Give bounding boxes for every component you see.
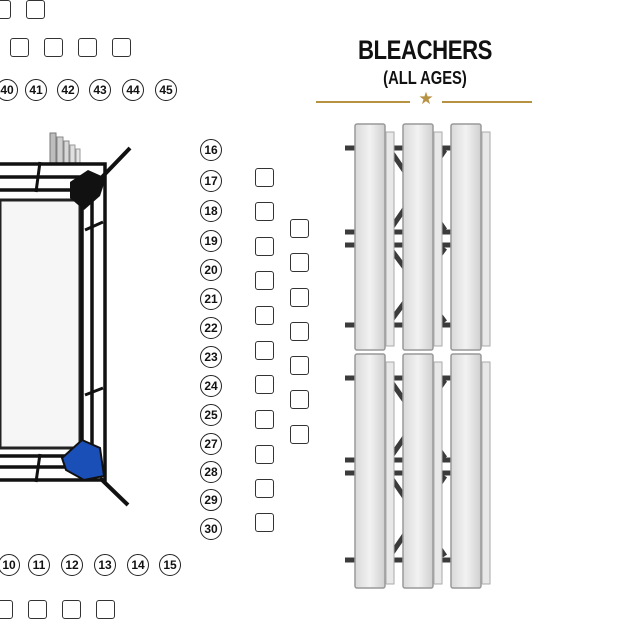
seat-number[interactable]: 18	[200, 200, 222, 222]
seat-number[interactable]: 22	[200, 317, 222, 339]
seat-box[interactable]	[255, 271, 274, 290]
bleacher-section-lower	[354, 353, 491, 589]
title-rule-right	[442, 101, 532, 103]
seat-box[interactable]	[290, 322, 309, 341]
seat-number[interactable]: 44	[122, 79, 144, 101]
seat-box[interactable]	[290, 425, 309, 444]
seat-box[interactable]	[255, 168, 274, 187]
seat-number[interactable]: 30	[200, 518, 222, 540]
bleachers-subtitle: (ALL AGES)	[383, 68, 467, 88]
seat-box[interactable]	[255, 410, 274, 429]
seat-box[interactable]	[290, 390, 309, 409]
bleachers-title: BLEACHERS	[357, 35, 493, 65]
seat-box[interactable]	[255, 375, 274, 394]
seat-box[interactable]	[255, 445, 274, 464]
seat-number[interactable]: 12	[61, 554, 83, 576]
seat-box[interactable]	[10, 38, 29, 57]
seat-box[interactable]	[0, 600, 13, 619]
seat-number[interactable]: 42	[57, 79, 79, 101]
seat-number[interactable]: 15	[159, 554, 181, 576]
seat-number[interactable]: 10	[0, 554, 20, 576]
seat-box[interactable]	[255, 341, 274, 360]
seat-number[interactable]: 21	[200, 288, 222, 310]
seat-number[interactable]: 20	[200, 259, 222, 281]
seat-box[interactable]	[290, 356, 309, 375]
seat-number[interactable]: 16	[200, 139, 222, 161]
title-rule-left	[316, 101, 410, 103]
seat-number[interactable]: 27	[200, 433, 222, 455]
ring-post-bottom-right	[98, 476, 130, 507]
ring-mat	[0, 198, 82, 450]
seat-number[interactable]: 29	[200, 489, 222, 511]
bleacher-section-upper	[354, 123, 491, 351]
seat-number[interactable]: 13	[94, 554, 116, 576]
seat-number[interactable]: 14	[127, 554, 149, 576]
seat-box[interactable]	[112, 38, 131, 57]
seat-box[interactable]	[26, 0, 45, 19]
seat-box[interactable]	[0, 0, 11, 19]
seat-number[interactable]: 40	[0, 79, 18, 101]
seat-number[interactable]: 23	[200, 346, 222, 368]
seat-box[interactable]	[290, 253, 309, 272]
seat-number[interactable]: 41	[25, 79, 47, 101]
seat-box[interactable]	[290, 219, 309, 238]
corner-pad-blue	[60, 438, 106, 482]
seat-box[interactable]	[255, 306, 274, 325]
seat-box[interactable]	[44, 38, 63, 57]
seat-box[interactable]	[96, 600, 115, 619]
seat-number[interactable]: 11	[28, 554, 50, 576]
seat-box[interactable]	[62, 600, 81, 619]
seat-number[interactable]: 19	[200, 230, 222, 252]
seat-number[interactable]: 43	[89, 79, 111, 101]
seat-number[interactable]: 24	[200, 375, 222, 397]
seat-box[interactable]	[78, 38, 97, 57]
star-icon: ★	[418, 89, 434, 108]
seat-box[interactable]	[255, 513, 274, 532]
seat-box[interactable]	[28, 600, 47, 619]
ring-post-top	[49, 132, 81, 164]
corner-pad-black	[70, 170, 106, 210]
seat-box[interactable]	[290, 288, 309, 307]
seat-box[interactable]	[255, 479, 274, 498]
seat-number[interactable]: 17	[200, 170, 222, 192]
seat-box[interactable]	[255, 202, 274, 221]
seat-number[interactable]: 45	[155, 79, 177, 101]
seat-number[interactable]: 28	[200, 461, 222, 483]
rope-ties	[34, 161, 104, 483]
seat-number[interactable]: 25	[200, 404, 222, 426]
seat-box[interactable]	[255, 237, 274, 256]
